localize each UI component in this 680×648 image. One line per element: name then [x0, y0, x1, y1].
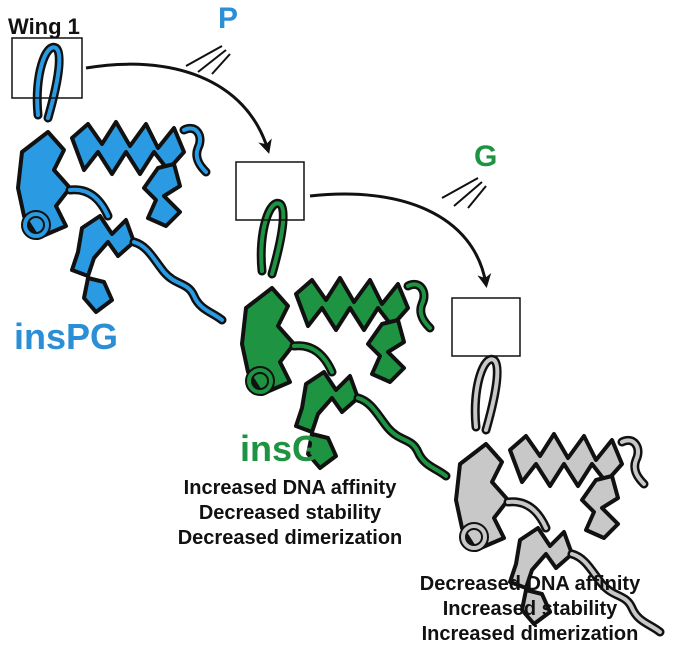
wing-box-inspg [11, 37, 83, 99]
insg-effect-dna-affinity: Increased DNA affinity [183, 477, 397, 499]
insg-label: insG [240, 428, 321, 469]
residue-g-label: G [474, 140, 498, 173]
g-emission-lines [441, 177, 487, 209]
final-effect-dna-affinity: Decreased DNA affinity [419, 573, 641, 595]
p-emission-lines [185, 45, 231, 75]
wing-box-insg [235, 161, 305, 221]
inspg-label: insPG [14, 316, 119, 357]
protein-inspg [18, 47, 222, 320]
residue-p-label: P [218, 2, 239, 35]
insg-effect-stability: Decreased stability [198, 502, 382, 524]
final-effect-dimerization: Increased dimerization [421, 623, 639, 645]
final-effect-stability: Increased stability [442, 598, 618, 620]
arrow-g-removal [309, 192, 492, 288]
wing-label: Wing 1 [8, 14, 80, 39]
insg-effects: Increased DNA affinity Decreased stabili… [140, 476, 440, 551]
arrow-p-removal [85, 62, 272, 154]
wing-box-final [451, 297, 521, 357]
insg-effect-dimerization: Decreased dimerization [177, 527, 403, 549]
final-effects: Decreased DNA affinity Increased stabili… [380, 572, 680, 647]
